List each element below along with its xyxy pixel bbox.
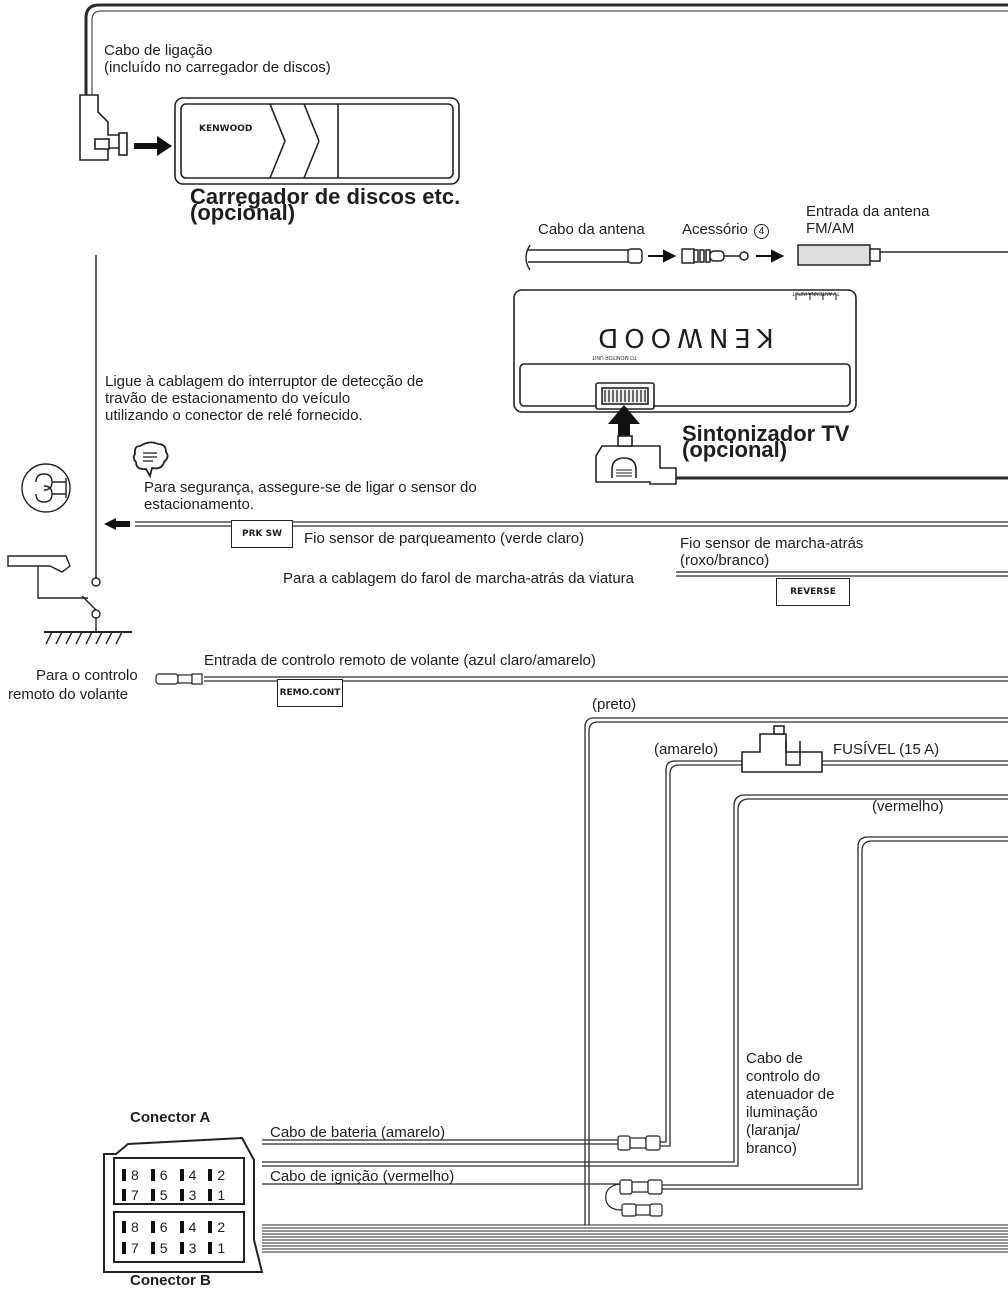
- label-parking-instruction-3: utilizando o conector de relé fornecido.: [105, 407, 363, 424]
- ignition-connector: [619, 1179, 663, 1217]
- antenna-adapter-icon: [681, 248, 749, 264]
- tuner-plug: [595, 435, 677, 485]
- tag-reverse: REVERSE: [776, 578, 850, 606]
- iso-connector-housing: [103, 1136, 264, 1273]
- arrow-right-icon: [648, 249, 677, 263]
- label-dimmer-4: iluminação: [746, 1104, 818, 1121]
- label-reverse-wire: Fio sensor de marcha-atrás: [680, 535, 864, 552]
- label-black: (preto): [592, 696, 637, 713]
- label-steering-remote-1: Para o controlo: [36, 667, 138, 684]
- tag-remo-cont: REMO.CONT: [277, 679, 343, 707]
- label-steering-remote-2: remoto do volante: [8, 686, 129, 703]
- accessory-number-badge: 4: [754, 224, 770, 239]
- label-dimmer-6: branco): [746, 1140, 797, 1157]
- tuner-logo: KENWOOD: [592, 322, 774, 352]
- label-red: (vermelho): [872, 798, 944, 815]
- battery-connector: [617, 1135, 661, 1151]
- note-icon: [132, 441, 169, 479]
- label-connector-b: Conector B: [130, 1272, 211, 1289]
- label-parking-instruction-1: Ligue à cablagem do interruptor de detec…: [105, 373, 424, 390]
- label-disc-changer: Carregador de discos etc.: [190, 184, 461, 209]
- label-connection-cable-note: (incluído no carregador de discos): [104, 59, 331, 76]
- label-parking-wire: Fio sensor de parqueamento (verde claro): [304, 530, 585, 547]
- tag-prk-sw: PRK SW: [231, 520, 293, 548]
- label-antenna-input: Entrada da antena: [806, 203, 930, 220]
- label-reverse-wire-color: (roxo/branco): [680, 552, 770, 569]
- arrow-up-icon: [608, 405, 640, 442]
- label-fuse: FUSÍVEL (15 A): [833, 741, 940, 758]
- label-connection-cable: Cabo de ligação: [104, 42, 213, 59]
- label-disc-changer-optional: (opcional): [190, 200, 296, 225]
- label-dimmer-3: atenuador de: [746, 1086, 835, 1103]
- label-reverse-lamp: Para a cablagem do farol de marcha-atrás…: [283, 570, 635, 587]
- remote-plug-icon: [155, 673, 203, 685]
- arrow-left-icon: [104, 518, 130, 530]
- label-dimmer-1: Cabo de: [746, 1050, 803, 1067]
- label-tv-tuner-optional: (opcional): [682, 437, 788, 462]
- label-antenna-cable: Cabo da antena: [538, 221, 645, 238]
- tuner-monitor-label: TO MONITOR UNIT: [592, 354, 637, 360]
- changer-logo: KENWOOD: [199, 124, 253, 134]
- label-ignition-wire: Cabo de ignição (vermelho): [270, 1168, 455, 1185]
- parking-switch: [7, 255, 132, 645]
- label-dimmer-2: controlo do: [746, 1068, 821, 1085]
- label-dimmer-5: (laranja/: [746, 1122, 801, 1139]
- label-accessory: Acessório 4: [682, 221, 770, 239]
- changer-plug-icon: [79, 94, 128, 161]
- label-steering-input: Entrada de controlo remoto de volante (a…: [204, 652, 596, 669]
- label-antenna-band: FM/AM: [806, 220, 855, 237]
- disc-changer: [174, 97, 460, 185]
- label-yellow: (amarelo): [654, 741, 719, 758]
- label-parking-instruction-2: travão de estacionamento do veículo: [105, 390, 351, 407]
- label-tv-tuner: Sintonizador TV: [682, 421, 850, 446]
- label-connector-a: Conector A: [130, 1109, 211, 1126]
- label-safety-note-1: Para segurança, assegure-se de ligar o s…: [144, 479, 477, 496]
- arrow-right-icon: [756, 249, 785, 263]
- antenna-cable: [525, 244, 643, 271]
- antenna-input-plug: [797, 244, 881, 266]
- label-safety-note-2: estacionamento.: [144, 496, 255, 513]
- arrow-right-icon: [134, 136, 172, 156]
- tuner-antenna-label: TV ANTENNA INPUT: [792, 290, 840, 296]
- fuse: [741, 725, 823, 773]
- label-battery-wire: Cabo de bateria (amarelo): [270, 1124, 446, 1141]
